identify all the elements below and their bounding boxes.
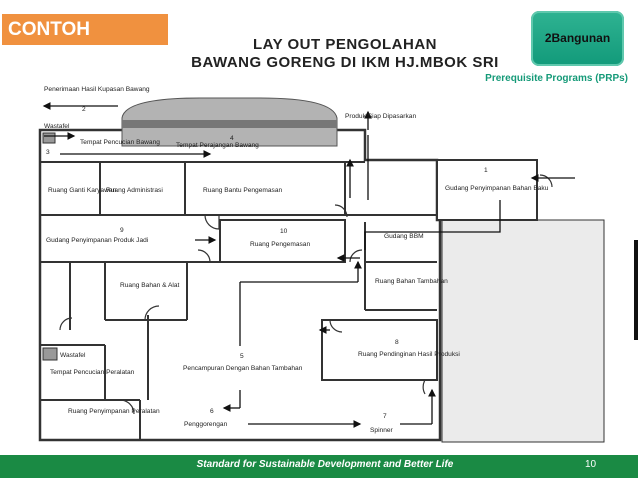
step-1-number: 1 — [484, 167, 488, 174]
packing-room-label: Ruang Pengemasan — [250, 241, 310, 248]
slide-title-line1: LAY OUT PENGOLAHAN — [252, 36, 438, 53]
changing-room-label: Ruang Ganti Karyawan — [48, 187, 117, 194]
flow-arrows — [42, 102, 575, 428]
footer-tagline: Standard for Sustainable Development and… — [196, 459, 454, 470]
step-4-number: 4 — [230, 135, 234, 142]
page-number: 10 — [585, 459, 597, 470]
mixing-label: Pencampuran Dengan Bahan Tambahan — [183, 365, 303, 372]
frying-label: Penggorengan — [184, 421, 228, 428]
tool-storage-label: Ruang Penyimpanan Peralatan — [68, 408, 160, 415]
tool-washing-label: Tempat Pencucian Peralatan — [50, 369, 135, 376]
step-8-number: 8 — [395, 339, 399, 346]
example-label: CONTOH — [2, 14, 168, 45]
top-sink-label: Wastafel — [44, 123, 70, 130]
additives-room-label: Ruang Bahan Tambahan — [375, 278, 448, 285]
right-edge-mark — [634, 240, 638, 340]
washing-label: Tempat Pencucian Bawang — [80, 139, 160, 146]
finished-warehouse-label: Gudang Penyimpanan Produk Jadi — [46, 237, 149, 244]
raw-warehouse-label: Gudang Penyimpanan Bahan Baku — [445, 185, 549, 192]
step-7-number: 7 — [383, 413, 387, 420]
admin-room-label: Ruang Administrasi — [106, 187, 163, 194]
receiving-label: Penerimaan Hasil Kupasan Bawang — [44, 86, 150, 93]
slide-subtitle: Prerequisite Programs (PRPs) — [485, 73, 628, 84]
step-10-number: 10 — [280, 228, 288, 235]
door-swings — [59, 174, 553, 415]
materials-tools-label: Ruang Bahan & Alat — [120, 282, 180, 289]
slicing-label: Tempat Perajangan Bawang — [176, 142, 259, 149]
step-6-number: 6 — [210, 408, 214, 415]
processing-band — [122, 120, 337, 128]
sink-bottom — [42, 347, 58, 361]
step-3-number: 3 — [46, 149, 50, 156]
step-5-number: 5 — [240, 353, 244, 360]
raw-material-warehouse — [436, 159, 538, 221]
step-9-number: 9 — [120, 227, 124, 234]
interior-walls — [40, 161, 438, 440]
step-2-number: 2 — [82, 106, 86, 113]
spinner-label: Spinner — [370, 427, 394, 434]
cooling-room-label: Ruang Pendinginan Hasil Produksi — [358, 351, 460, 358]
bottom-sink-label: Wastafel — [60, 352, 86, 359]
fuel-warehouse-label: Gudang BBM — [384, 233, 424, 240]
footer-bar — [0, 455, 638, 478]
sink-top — [42, 132, 56, 144]
section-badge: 2Bangunan — [531, 11, 624, 66]
unused-area — [441, 219, 605, 443]
ready-product-label: Produk Siap Dipasarkan — [345, 113, 416, 120]
slide-title-line2: BAWANG GORENG DI IKM HJ.MBOK SRI — [191, 54, 499, 71]
packing-support-label: Ruang Bantu Pengemasan — [203, 187, 283, 194]
